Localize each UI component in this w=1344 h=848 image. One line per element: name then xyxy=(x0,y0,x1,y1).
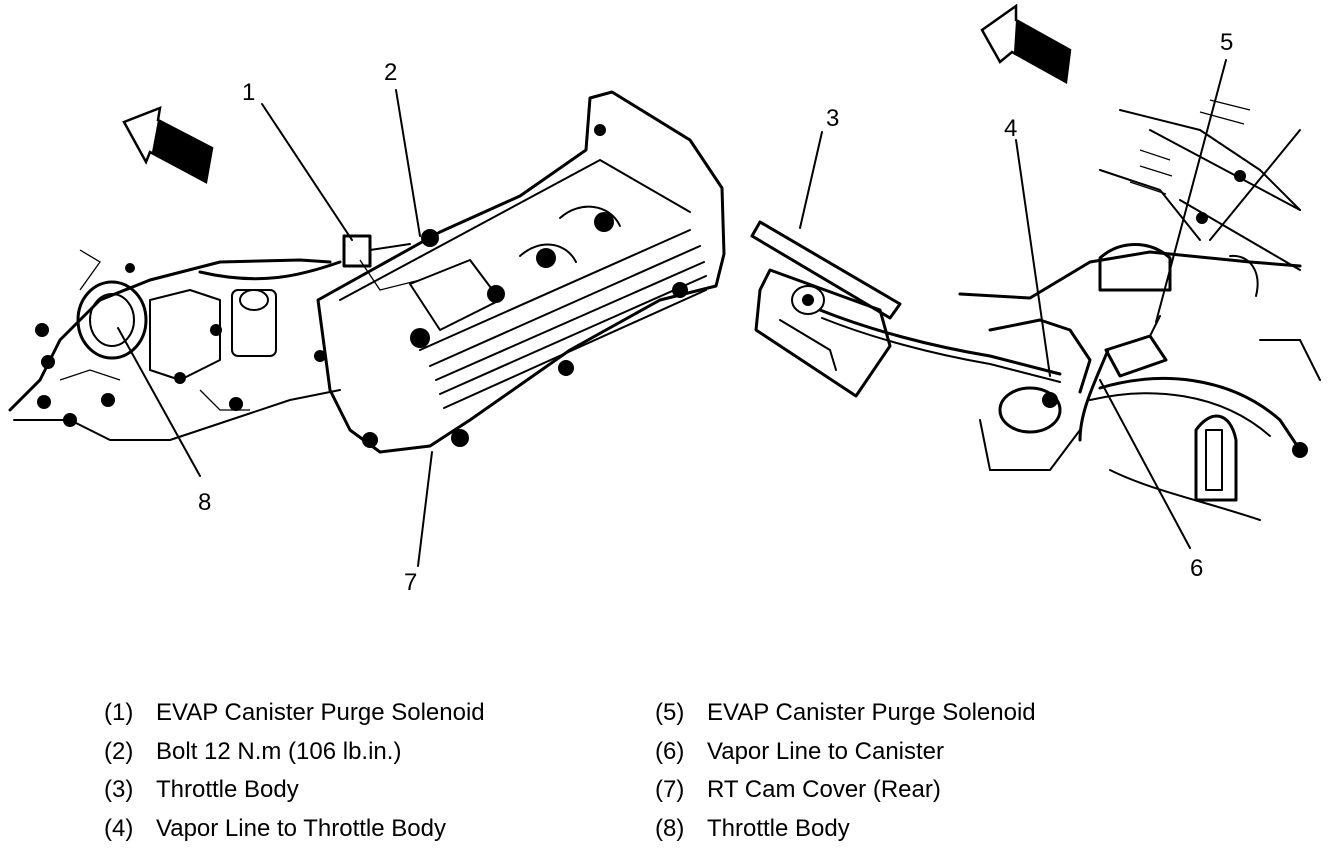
vapor-hose-left xyxy=(198,260,342,281)
callout-3: 3 xyxy=(826,105,839,132)
legend-item: (3) Throttle Body xyxy=(104,771,485,810)
leader-3 xyxy=(799,131,823,229)
legend-item: (6) Vapor Line to Canister xyxy=(655,733,1036,772)
legend-text: Throttle Body xyxy=(707,814,850,842)
legend-text: Throttle Body xyxy=(156,776,299,803)
engine-right-detail xyxy=(958,99,1321,521)
legend-text: EVAP Canister Purge Solenoid xyxy=(707,699,1036,726)
legend-number: (8) xyxy=(655,814,685,842)
legend-number: (5) xyxy=(655,699,685,726)
legend-text: Vapor Line to Throttle Body xyxy=(156,814,446,842)
legend-text: RT Cam Cover (Rear) xyxy=(707,776,941,803)
callout-7: 7 xyxy=(404,569,417,596)
vapor-line-to-canister xyxy=(1078,348,1110,442)
legend-item: (5) EVAP Canister Purge Solenoid xyxy=(655,694,1036,733)
leader-7 xyxy=(417,451,433,567)
callout-8: 8 xyxy=(198,489,211,516)
callout-2: 2 xyxy=(384,59,397,86)
legend-item: (8) Throttle Body xyxy=(655,810,1036,848)
leader-6 xyxy=(1099,379,1191,549)
throttle-body-right xyxy=(750,220,902,398)
legend-number: (2) xyxy=(104,737,134,765)
right-engine-view xyxy=(750,3,1321,549)
leader-5 xyxy=(1155,59,1227,323)
left-engine-view xyxy=(8,89,726,567)
legend-item: (2) Bolt 12 N.m (106 lb.in.) xyxy=(104,733,485,772)
legend-item: (4) Vapor Line to Throttle Body xyxy=(104,810,485,848)
legend-right: (5) EVAP Canister Purge Solenoid (6) Vap… xyxy=(655,694,1036,848)
legend-text: Bolt 12 N.m (106 lb.in.) xyxy=(156,737,402,765)
leader-8 xyxy=(117,327,201,477)
engine-diagram: 1 2 3 4 5 6 7 8 xyxy=(8,3,1321,596)
front-direction-arrow-icon xyxy=(122,106,214,184)
leader-2 xyxy=(395,89,421,237)
legend-text: Vapor Line to Canister xyxy=(707,737,945,765)
leader-4 xyxy=(1015,139,1051,377)
legend-item: (1) EVAP Canister Purge Solenoid xyxy=(104,694,485,733)
rt-cam-cover xyxy=(314,90,726,454)
front-direction-arrow-icon xyxy=(980,3,1072,84)
legend-number: (7) xyxy=(655,776,685,803)
legend-number: (6) xyxy=(655,737,685,765)
throttle-body-left xyxy=(8,249,341,441)
callout-5: 5 xyxy=(1220,29,1233,56)
legend-number: (1) xyxy=(104,699,134,726)
legend-text: EVAP Canister Purge Solenoid xyxy=(156,699,485,726)
callout-4: 4 xyxy=(1004,115,1017,142)
legend-left: (1) EVAP Canister Purge Solenoid (2) Bol… xyxy=(104,694,485,848)
vapor-line-to-throttle-body xyxy=(818,308,1062,376)
callout-1: 1 xyxy=(242,79,255,106)
callout-6: 6 xyxy=(1190,555,1203,582)
legend-item: (7) RT Cam Cover (Rear) xyxy=(655,771,1036,810)
legend-number: (3) xyxy=(104,776,134,803)
legend-number: (4) xyxy=(104,814,134,842)
evap-solenoid-left xyxy=(342,234,411,268)
leader-1 xyxy=(261,103,353,241)
evap-solenoid-right xyxy=(1104,315,1168,378)
